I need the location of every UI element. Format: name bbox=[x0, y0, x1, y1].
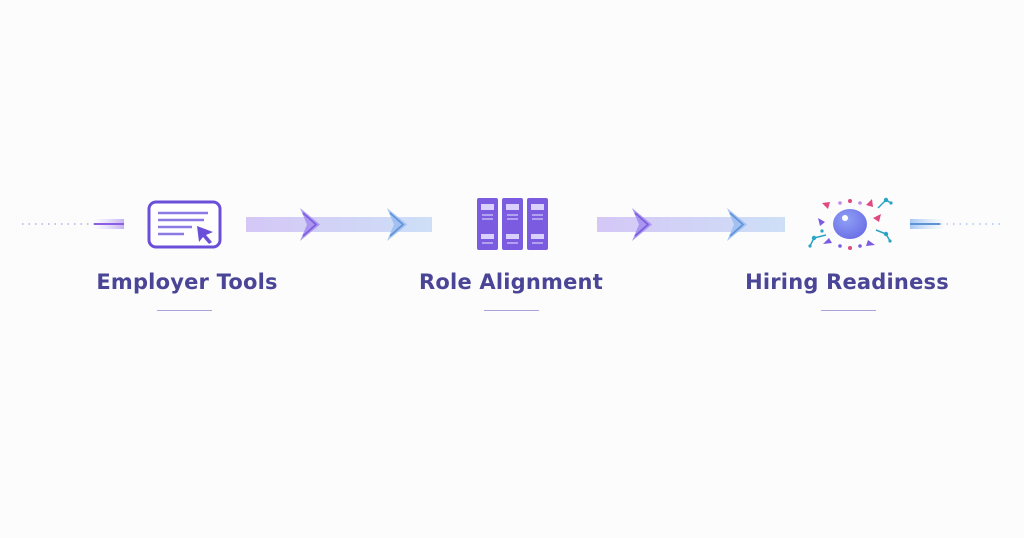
chevron-right-icon bbox=[300, 208, 320, 241]
chevron-right-icon bbox=[727, 208, 747, 241]
step-label-role-alignment: Role Alignment bbox=[419, 270, 603, 294]
step-underline-employer-tools bbox=[157, 310, 212, 311]
step-underline-role-alignment bbox=[484, 310, 539, 311]
left-lead-connector bbox=[22, 219, 124, 229]
flow-arrow-2 bbox=[597, 208, 785, 241]
step-underline-hiring-readiness bbox=[821, 310, 876, 311]
right-lead-connector bbox=[910, 219, 1004, 229]
chevron-right-icon bbox=[632, 208, 652, 241]
file-cabinet-icon bbox=[477, 198, 548, 250]
chevron-right-icon bbox=[387, 208, 407, 241]
flow-arrow-1 bbox=[246, 208, 432, 241]
step-label-employer-tools: Employer Tools bbox=[96, 270, 278, 294]
eye-network-icon bbox=[808, 197, 893, 250]
step-label-hiring-readiness: Hiring Readiness bbox=[745, 270, 949, 294]
monitor-cursor-icon bbox=[147, 200, 222, 249]
